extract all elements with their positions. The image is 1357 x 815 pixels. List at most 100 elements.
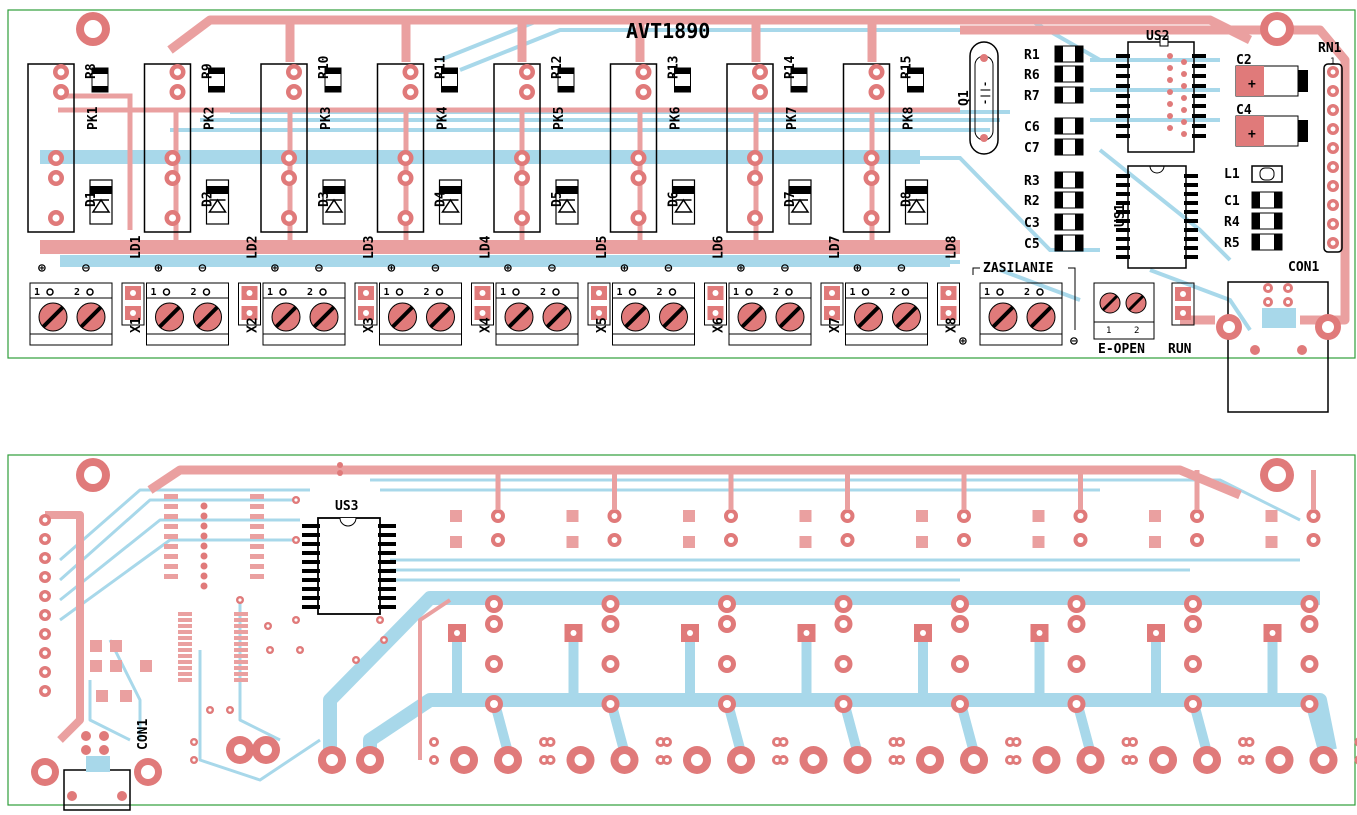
terminal-block — [728, 282, 812, 346]
us3-label: US3 — [335, 499, 358, 514]
plus-symbol: ⊕ — [621, 261, 629, 276]
ic-us2: US2 — [1116, 29, 1206, 153]
rn1-pins — [1327, 66, 1339, 249]
smd-label: C7 — [1024, 141, 1040, 156]
terminal-pin1: 1 — [267, 287, 273, 298]
smd-c6: C6 — [1024, 117, 1084, 135]
bottom-board: US3 CON1 — [7, 454, 1357, 811]
top-board-outline — [7, 9, 1356, 359]
terminal-block — [845, 282, 928, 346]
top-power-rail — [40, 240, 960, 254]
resistor-label: R9 — [201, 63, 216, 79]
minus-symbol: ⊖ — [82, 261, 90, 276]
smd-r7: R7 — [1024, 86, 1084, 104]
ic-us1: US1 — [1113, 165, 1198, 269]
top-wide-bus — [40, 150, 920, 164]
connector-label: X5 — [595, 317, 610, 333]
diode-label: D3 — [317, 191, 332, 207]
terminal-pin2: 2 — [74, 287, 80, 298]
top-mounting-holes — [76, 12, 1294, 46]
terminal-pin1: 1 — [733, 287, 739, 298]
terminal-pin2: 2 — [191, 287, 197, 298]
us3-pins — [302, 524, 396, 609]
plus-symbol: ⊕ — [737, 261, 745, 276]
ic-us3: US3 — [302, 462, 396, 615]
smd-c5: C5 — [1024, 234, 1084, 252]
plus-symbol: ⊕ — [155, 261, 163, 276]
rn1-pin1: 1 — [1330, 57, 1335, 67]
plus-symbol: ⊕ — [388, 261, 396, 276]
plus-symbol: ⊕ — [504, 261, 512, 276]
us2-pins — [1116, 53, 1206, 138]
eopen-pin2: 2 — [1134, 326, 1139, 336]
resistor-label: R10 — [317, 55, 332, 79]
terminal-pin2: 2 — [773, 287, 779, 298]
smd-label: R7 — [1024, 89, 1040, 104]
bottom-con1: CON1 — [63, 719, 151, 811]
bottom-smd-pads — [90, 494, 388, 764]
diode-label: D6 — [667, 191, 682, 207]
connector-label: X1 — [129, 317, 144, 333]
power-pin2: 2 — [1024, 287, 1030, 298]
relay-outline — [27, 63, 75, 233]
led-label: LD3 — [362, 236, 377, 259]
inductor-l1: L1 — [1224, 165, 1283, 183]
plus-symbol: ⊕ — [854, 261, 862, 276]
led-label: LD1 — [129, 235, 144, 259]
relay-label: PK2 — [203, 107, 218, 130]
eopen-label: E-OPEN — [1098, 342, 1145, 357]
terminal-block — [146, 282, 229, 346]
us1-label: US1 — [1113, 203, 1128, 227]
smd-c7: C7 — [1024, 138, 1084, 156]
connector-label: X6 — [712, 317, 727, 333]
terminal-pin1: 1 — [850, 287, 856, 298]
relay-outline — [726, 63, 774, 233]
relay-outline — [143, 63, 192, 233]
resistor-label: R15 — [900, 56, 915, 79]
q1-symbol: -||- — [980, 81, 991, 105]
relay-label: PK6 — [669, 106, 684, 130]
smd-label: C5 — [1024, 237, 1040, 252]
terminal-block — [29, 282, 113, 346]
terminal-pin1: 1 — [500, 287, 506, 298]
minus-symbol: ⊖ — [548, 261, 556, 276]
terminal-pin1: 1 — [151, 287, 157, 298]
c4-label: C4 — [1236, 103, 1252, 118]
connector-label: X3 — [362, 317, 377, 333]
relay-outline — [609, 63, 658, 233]
power-plus: ⊕ — [959, 334, 967, 349]
connector-label: X7 — [828, 317, 843, 333]
smd-label: C6 — [1024, 120, 1040, 135]
rn1-label: RN1 — [1318, 41, 1342, 56]
c4-plus: + — [1248, 127, 1256, 142]
led-label: LD8 — [945, 235, 960, 259]
smd-r5: R5 — [1224, 233, 1283, 251]
diode-label: D8 — [900, 191, 915, 207]
relay-outline — [493, 63, 541, 233]
bottom-con1-label: CON1 — [136, 719, 151, 750]
smd-r2: R2 — [1024, 191, 1084, 209]
terminal-pin2: 2 — [307, 287, 313, 298]
smd-label: R3 — [1024, 174, 1040, 189]
us1-pins — [1116, 174, 1198, 259]
led-label: LD6 — [712, 235, 727, 259]
resistor-label: R12 — [550, 56, 565, 79]
smd-r4: R4 — [1224, 212, 1283, 230]
minus-symbol: ⊖ — [199, 261, 207, 276]
led-label: LD5 — [595, 236, 610, 259]
relay-label: PK8 — [902, 106, 917, 130]
smd-r3: R3 — [1024, 171, 1084, 189]
led-label: LD2 — [246, 236, 261, 259]
smd-label: C3 — [1024, 216, 1040, 231]
connector-label: X2 — [246, 317, 261, 333]
c2-label: C2 — [1236, 53, 1252, 68]
us2-label: US2 — [1146, 29, 1169, 44]
